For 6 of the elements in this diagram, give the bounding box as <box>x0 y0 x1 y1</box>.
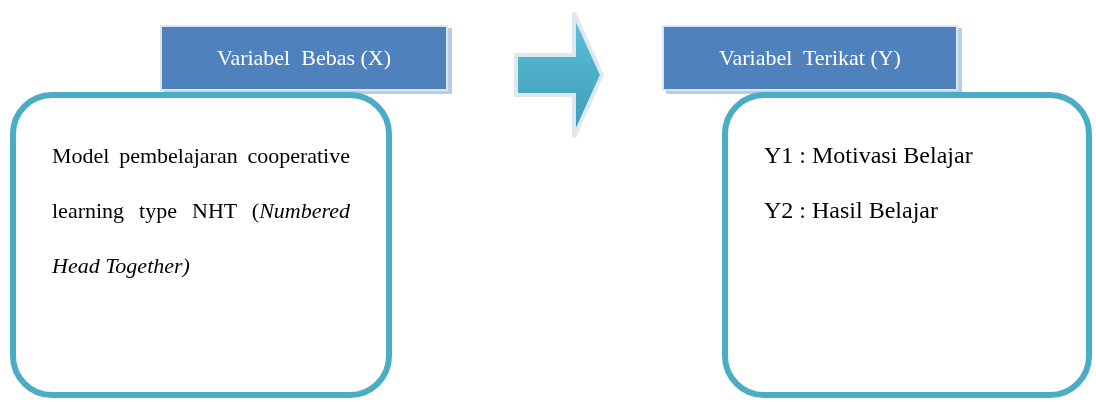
rounded-box <box>10 92 392 398</box>
box-text: Model pembelajaran cooperative learning type NHT (Numbered Head Together) <box>52 142 350 280</box>
box-text: Y1 : Motivasi Belajar <box>764 141 974 170</box>
block-arrow <box>514 11 605 139</box>
rounded-box <box>722 92 1092 398</box>
box-text: Y2 : Hasil Belajar <box>764 196 939 225</box>
